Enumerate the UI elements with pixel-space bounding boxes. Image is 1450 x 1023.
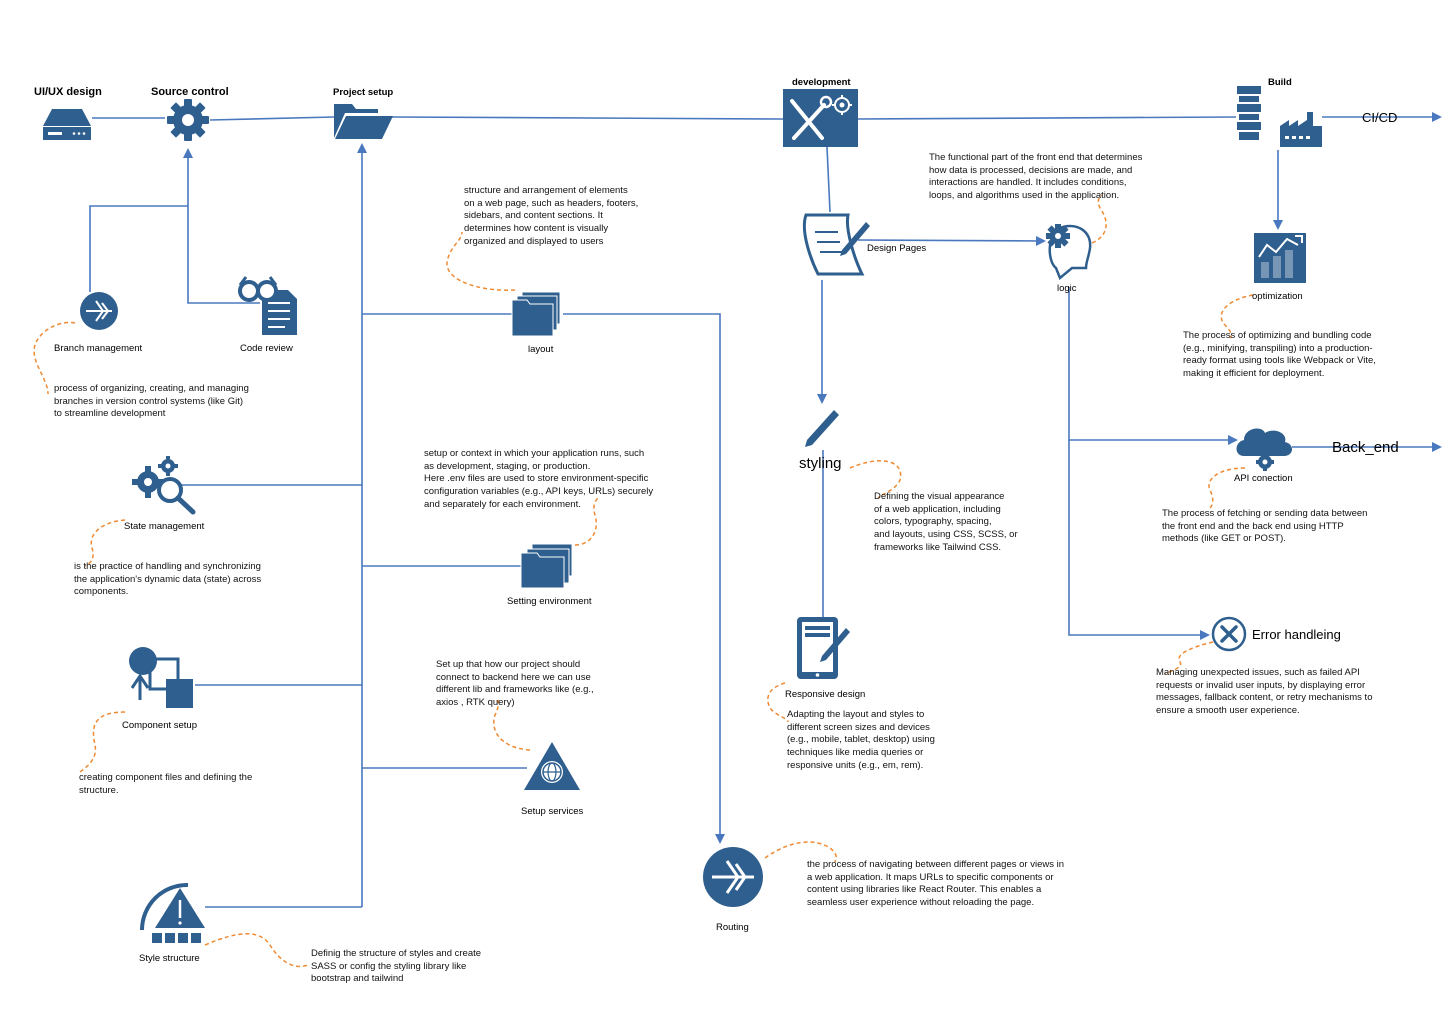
node-label-optimization: optimization <box>1252 291 1303 302</box>
cloud-gear-icon[interactable] <box>1236 428 1293 471</box>
node-label-development: development <box>792 77 851 88</box>
annotation-curve-branch <box>33 321 76 395</box>
folders-icon[interactable] <box>511 291 561 337</box>
annotation-curve-optimization <box>1220 294 1254 339</box>
note-setting-environment: setup or context in which your applicati… <box>424 448 654 510</box>
node-label-uiux: UI/UX design <box>34 86 102 98</box>
connector-development-build <box>857 116 1237 120</box>
annotation-curve-api <box>1208 467 1246 509</box>
annotation-curve-routing <box>764 841 837 863</box>
gear-icon[interactable] <box>167 99 209 141</box>
annotation-curve-styling <box>849 460 902 499</box>
note-style-structure: Definig the structure of styles and crea… <box>311 948 482 985</box>
node-label-code-review: Code review <box>240 343 293 354</box>
note-logic: The functional part of the front end tha… <box>929 152 1143 202</box>
triangle-globe-icon[interactable] <box>524 742 580 790</box>
node-label-responsive-design: Responsive design <box>785 689 865 700</box>
connector-source-project <box>209 116 335 121</box>
connector-layout-routing <box>563 313 725 844</box>
tools-icon[interactable] <box>783 89 858 147</box>
annotation-curve-style <box>204 933 309 968</box>
scroll-pen-icon[interactable] <box>803 213 870 276</box>
glasses-document-icon[interactable] <box>238 276 297 335</box>
node-label-style-structure: Style structure <box>139 953 200 964</box>
node-label-design-pages: Design Pages <box>867 243 926 254</box>
annotation-curve-logic <box>1091 194 1107 244</box>
node-label-layout: layout <box>528 344 554 355</box>
tablet-icon[interactable] <box>797 617 850 679</box>
folders-icon[interactable] <box>520 543 573 589</box>
folder-open-icon[interactable] <box>334 104 393 139</box>
arc-warning-icon[interactable] <box>140 882 205 943</box>
annotation-curve-state <box>84 519 126 567</box>
note-optimization: The process of optimizing and bundling c… <box>1183 330 1376 380</box>
note-layout: structure and arrangement of elements on… <box>464 185 639 247</box>
annotation-curve-component <box>79 711 126 773</box>
branch-icon[interactable] <box>80 292 118 330</box>
node-label-cicd: CI/CD <box>1362 110 1397 125</box>
note-responsive-design: Adapting the layout and styles to differ… <box>787 709 935 771</box>
node-label-build: Build <box>1268 77 1292 88</box>
gears-search-icon[interactable] <box>132 456 196 515</box>
connector-design-logic <box>857 235 1046 246</box>
node-label-error-handling: Error handleing <box>1252 627 1341 642</box>
head-gear-icon[interactable] <box>1046 224 1092 281</box>
note-state-management: is the practice of handling and synchron… <box>74 561 262 598</box>
connector-logic-error <box>1068 440 1210 640</box>
annotation-curve-environment <box>574 497 599 546</box>
node-label-component-setup: Component setup <box>122 720 197 731</box>
node-label-setting-environment: Setting environment <box>507 596 592 607</box>
server-icon[interactable] <box>43 109 91 140</box>
component-icon[interactable] <box>129 647 193 708</box>
annotation-curves <box>33 194 1254 968</box>
connectors <box>89 112 1442 908</box>
stack-factory-icon[interactable] <box>1237 86 1322 147</box>
x-circle-icon[interactable] <box>1211 616 1247 652</box>
note-component-setup: creating component files and defining th… <box>79 772 253 796</box>
annotation-curve-error <box>1164 641 1214 675</box>
note-setup-services: Set up that how our project should conne… <box>436 659 594 709</box>
node-label-back-end: Back_end <box>1332 439 1399 456</box>
node-label-logic: logic <box>1057 283 1077 294</box>
annotation-curve-layout <box>446 231 516 291</box>
node-label-setup-services: Setup services <box>521 806 584 817</box>
note-routing: the process of navigating between differ… <box>807 859 1065 909</box>
note-styling: Defining the visual appearance of a web … <box>874 491 1018 553</box>
node-label-routing: Routing <box>716 922 749 933</box>
note-error-handling: Managing unexpected issues, such as fail… <box>1156 667 1373 717</box>
note-branch-management: process of organizing, creating, and man… <box>54 383 249 420</box>
note-api-connection: The process of fetching or sending data … <box>1162 508 1368 545</box>
node-label-source-control: Source control <box>151 86 229 98</box>
connector-project-development <box>391 116 784 120</box>
pen-icon[interactable] <box>805 410 839 447</box>
connector-development-design <box>826 146 831 213</box>
node-label-branch-management: Branch management <box>54 343 143 354</box>
connector-branch-source <box>89 205 188 292</box>
node-label-project-setup: Project setup <box>333 87 393 98</box>
routing-icon[interactable] <box>703 847 763 907</box>
node-label-styling: styling <box>799 455 842 472</box>
node-label-api-connection: API conection <box>1234 473 1293 484</box>
chart-up-icon[interactable] <box>1254 233 1306 283</box>
connector-codereview-source <box>183 148 260 304</box>
annotation-curve-services <box>493 699 531 751</box>
node-label-state-management: State management <box>124 521 205 532</box>
